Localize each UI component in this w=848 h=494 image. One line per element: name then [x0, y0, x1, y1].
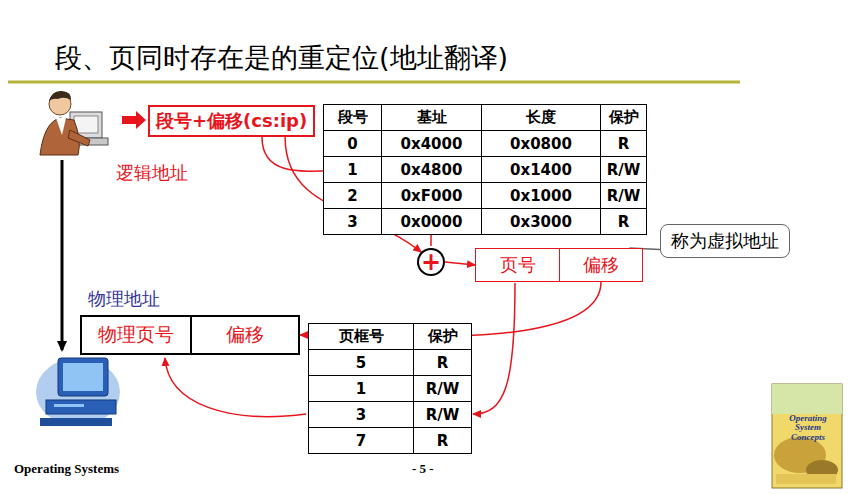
node-box: 段号+偏移(cs:ip): [148, 105, 315, 137]
table-cell-text: 3: [355, 406, 367, 424]
node-box: 物理地址物理页号偏移: [80, 315, 300, 355]
node-box: 称为虚拟地址: [660, 224, 790, 258]
segment-table-cell: 0x3000: [481, 208, 601, 235]
table-cell-text: 2: [346, 187, 358, 205]
table-cell-text: R/W: [606, 161, 642, 179]
table-cell-text: 0x4000: [400, 135, 464, 153]
table-cell-text: 0x1400: [509, 161, 573, 179]
user-icon: [40, 91, 108, 155]
page-table-cell: R/W: [413, 401, 472, 428]
address-heading: 物理地址: [88, 287, 160, 311]
table-cell-text: 0xF000: [400, 187, 464, 205]
address-label: 逻辑地址: [116, 161, 188, 185]
address-field: 偏移: [559, 249, 642, 281]
page-table-cell: 3: [308, 401, 414, 428]
segment-table-cell: R/W: [600, 156, 647, 183]
address-field: 偏移: [190, 317, 298, 353]
footer-text: Operating Systems: [14, 461, 119, 477]
table-cell-text: 7: [355, 432, 367, 450]
segment-table-cell: 0x1000: [481, 182, 601, 209]
page-table-cell: R/W: [413, 375, 472, 402]
table-cell-text: R/W: [606, 187, 642, 205]
pointer-arrow: [122, 111, 146, 129]
frame-line: [165, 358, 306, 417]
table-cell-text: 0x0000: [400, 213, 464, 231]
table-cell-text: 保护: [427, 327, 459, 346]
node-text: +: [421, 250, 441, 274]
flow-arrow: [61, 160, 64, 350]
page-number: - 5 -: [412, 461, 434, 477]
book-cover: [772, 384, 842, 488]
table-cell-text: 1: [346, 161, 358, 179]
table-cell-text: R: [617, 135, 631, 153]
segment-table-cell: R: [600, 208, 647, 235]
table-cell-text: 长度: [525, 108, 557, 127]
node-box: 页号 偏移: [475, 248, 643, 282]
page-table-cell: 保护: [413, 323, 472, 350]
segment-table-cell: R/W: [600, 182, 647, 209]
segment-table-cell: R: [600, 130, 647, 157]
node-box: +: [417, 248, 445, 276]
table-cell-text: 5: [355, 354, 367, 372]
segment-table-cell: 2: [323, 182, 382, 209]
segment-table-cell: 长度: [481, 104, 601, 131]
table-cell-text: 0x3000: [509, 213, 573, 231]
table-cell-text: 段号: [337, 108, 369, 127]
page-table-cell: R: [413, 427, 472, 454]
table-cell-text: R: [436, 432, 450, 450]
page-table-cell: 5: [308, 349, 414, 376]
node-text: 段号+偏移(cs:ip): [156, 110, 307, 131]
table-cell-text: 保护: [608, 108, 640, 127]
table-cell-text: R: [436, 354, 450, 372]
segment-table-cell: 0x4000: [381, 130, 482, 157]
segment-table-cell: 1: [323, 156, 382, 183]
title-rule: [8, 81, 740, 84]
field-text: 物理页号: [98, 322, 174, 348]
segment-table-cell: 段号: [323, 104, 382, 131]
segment-table-cell: 0x0000: [381, 208, 482, 235]
segment-table-cell: 0xF000: [381, 182, 482, 209]
field-text: 偏移: [226, 322, 264, 348]
segment-table-cell: 0x1400: [481, 156, 601, 183]
computer-icon: [36, 358, 120, 426]
connector: [445, 262, 475, 265]
segment-table-cell: 基址: [381, 104, 482, 131]
segment-table-cell: 保护: [600, 104, 647, 131]
table-cell-text: 0x0800: [509, 135, 573, 153]
table-cell-text: 0x1000: [509, 187, 573, 205]
segment-table-cell: 0x4800: [381, 156, 482, 183]
table-cell-text: R/W: [425, 406, 461, 424]
table-cell-text: 基址: [416, 108, 448, 127]
table-cell-text: 页框号: [338, 327, 385, 346]
table-cell-text: 3: [346, 213, 358, 231]
address-field: 页号: [476, 249, 559, 281]
field-text: 偏移: [583, 253, 619, 277]
page-table-cell: 页框号: [308, 323, 414, 350]
table-cell-text: 1: [355, 380, 367, 398]
segment-table-cell: 0: [323, 130, 382, 157]
slide-title: 段、页同时存在是的重定位(地址翻译): [55, 40, 508, 76]
page-table-cell: R: [413, 349, 472, 376]
table-cell-text: R/W: [425, 380, 461, 398]
node-text: 称为虚拟地址: [671, 230, 779, 251]
book-title: Operating System Concepts: [778, 414, 838, 442]
segment-table-cell: 3: [323, 208, 382, 235]
page-table-cell: 1: [308, 375, 414, 402]
table-cell-text: 0: [346, 135, 358, 153]
table-cell-text: R: [617, 213, 631, 231]
field-text: 页号: [500, 253, 536, 277]
address-field: 物理页号: [82, 317, 190, 353]
page-lookup-line: [473, 283, 515, 414]
segment-table-cell: 0x0800: [481, 130, 601, 157]
table-cell-text: 0x4800: [400, 161, 464, 179]
page-table-cell: 7: [308, 427, 414, 454]
